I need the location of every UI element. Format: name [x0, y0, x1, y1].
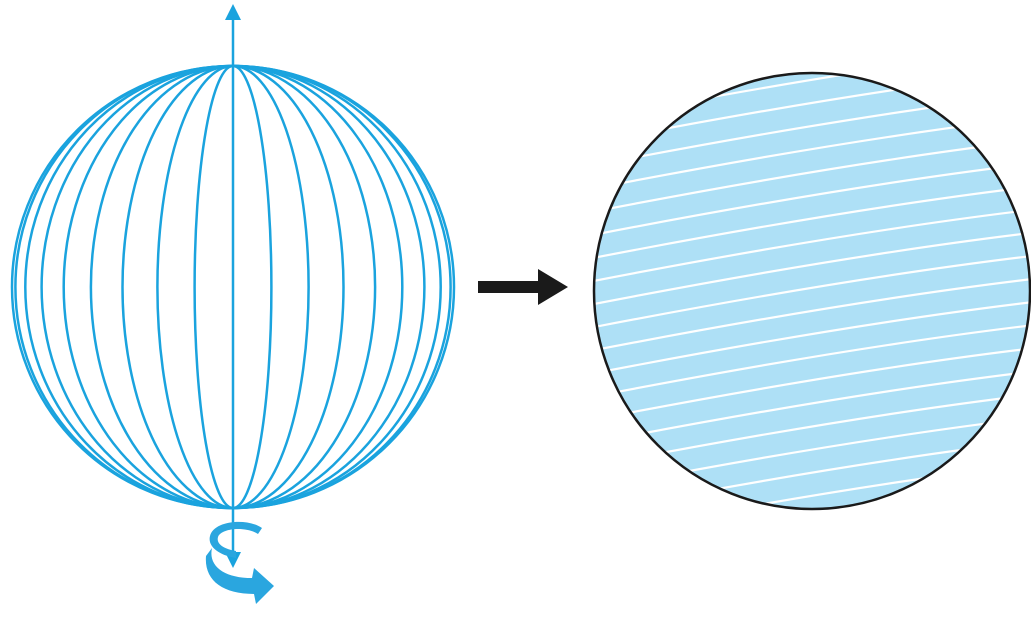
striped-sphere — [584, 47, 1031, 537]
rotation-axis — [225, 4, 241, 568]
rotate-arrow-icon — [206, 522, 274, 604]
right-arrow-icon — [478, 269, 568, 305]
axis-arrowhead-top-icon — [225, 4, 241, 20]
